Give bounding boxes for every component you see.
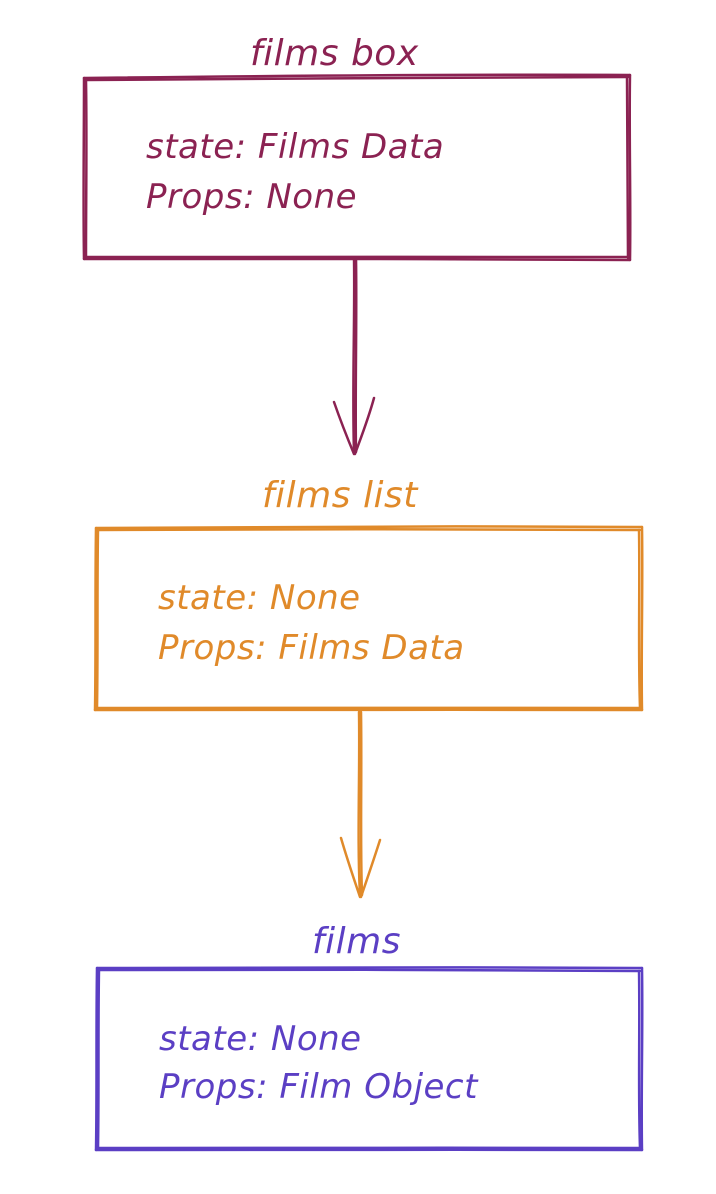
node-films-box: state: Films Data Props: None	[84, 76, 632, 260]
node-films-list: state: None Props: Films Data	[96, 527, 642, 710]
films-box-props: Props: None	[146, 177, 358, 217]
films-list-state: state: None	[158, 578, 361, 618]
node-films: state: None Props: Film Object	[97, 968, 642, 1150]
box-border-films-box	[82, 73, 632, 262]
node-title-films: films	[312, 921, 402, 962]
node-title-films-box: films box	[250, 33, 419, 74]
node-title-films-list: films list	[262, 475, 418, 516]
films-state: state: None	[159, 1019, 362, 1059]
arrow-films-list-to-films	[339, 710, 382, 899]
arrow-films-box-to-films-list	[332, 256, 376, 456]
box-border-films-list	[93, 525, 644, 712]
films-list-props: Props: Films Data	[158, 628, 465, 668]
films-box-state: state: Films Data	[146, 127, 445, 167]
films-props: Props: Film Object	[159, 1067, 478, 1107]
box-border-films	[94, 966, 644, 1152]
